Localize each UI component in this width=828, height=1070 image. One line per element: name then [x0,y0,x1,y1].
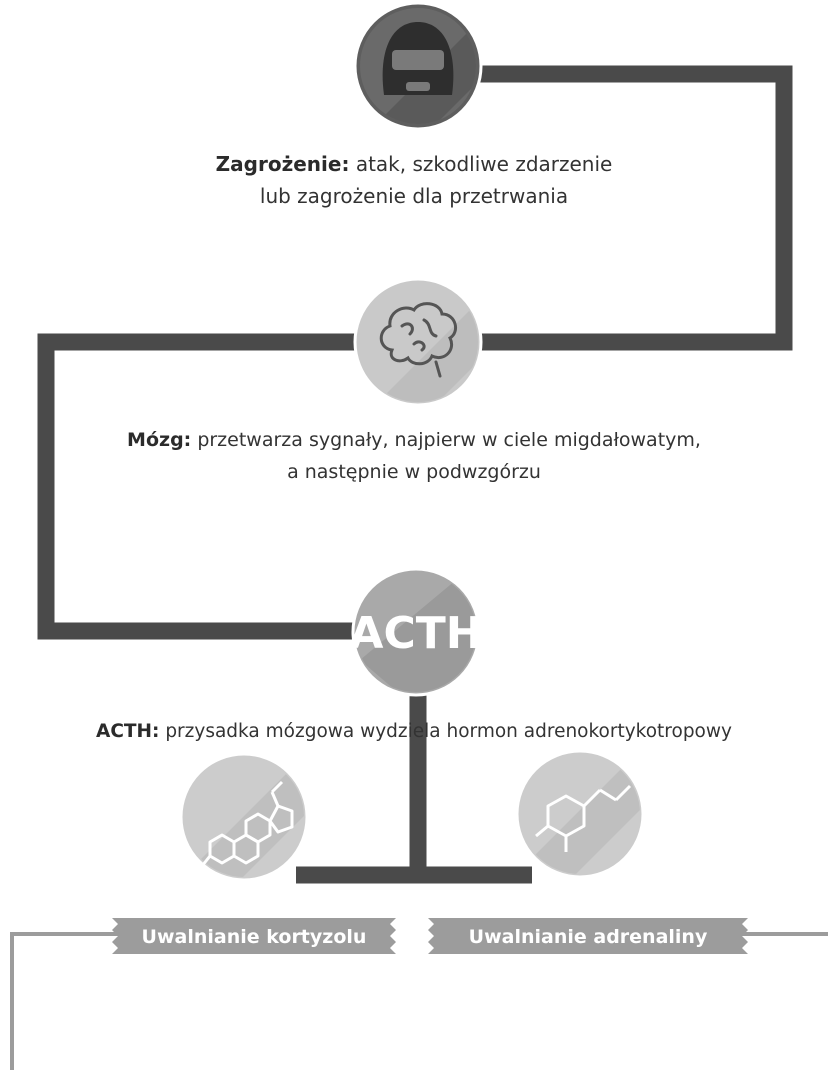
hexagon-molecule-icon [535,784,632,852]
threat-line2: lub zagrożenie dla przetrwania [259,184,569,208]
adrenaline-node [515,749,645,879]
cortisol-node [179,752,309,882]
acth-line1: przysadka mózgowa wydziela hormon adreno… [165,721,732,742]
brain-title: Mózg: [127,429,192,451]
steroid-molecule-icon [200,780,294,867]
bracket-left [10,932,118,1070]
adrenaline-label: Uwalnianie adrenaliny [469,926,708,948]
acth-caption: ACTH: przysadka mózgowa wydziela hormon … [14,716,814,748]
masked-face-icon [382,22,454,95]
brain-icon [379,302,458,378]
brain-line2: a następnie w podwzgórzu [287,461,541,483]
adrenaline-ribbon: Uwalnianie adrenaliny [428,918,748,954]
connector-brain-to-acth [37,333,364,640]
acth-node: ACTH [349,567,483,697]
bottom-brackets [10,932,828,1070]
threat-node [353,1,483,131]
threat-title: Zagrożenie: [215,152,350,176]
threat-caption: Zagrożenie: atak, szkodliwe zdarzenie lu… [164,148,664,212]
threat-line1: atak, szkodliwe zdarzenie [355,152,613,176]
cortisol-ribbon: Uwalnianie kortyzolu [112,918,396,954]
brain-caption: Mózg: przetwarza sygnały, najpierw w cie… [64,424,764,488]
acth-title: ACTH: [96,721,160,742]
acth-badge: ACTH [349,608,482,659]
brain-line1: przetwarza sygnały, najpierw w ciele mig… [197,429,701,451]
connector-threat-to-brain [470,65,793,351]
cortisol-label: Uwalnianie kortyzolu [142,926,367,948]
connector-lines [37,65,793,884]
brain-node [353,277,483,407]
